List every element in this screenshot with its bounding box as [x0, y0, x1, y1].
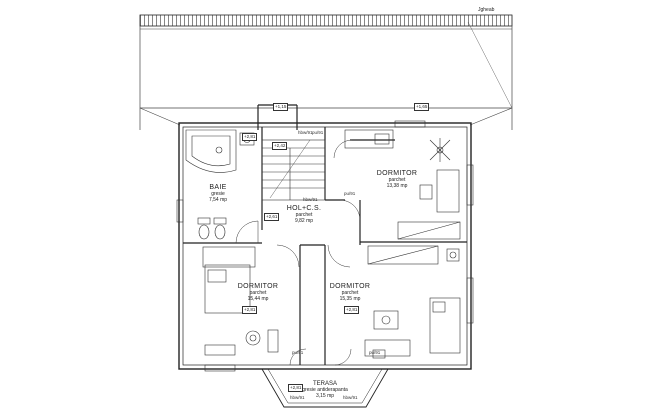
level-tag-dormitor-s: +2,81: [344, 306, 360, 314]
lamp-e: [446, 248, 460, 262]
level-tag-terasa: +2,81: [288, 384, 304, 392]
bed-sw: [202, 246, 256, 314]
level-tag-roof-left: +1,15: [273, 103, 289, 111]
room-name-terasa: TERASA: [312, 381, 337, 387]
label-pu-4: pu/91: [369, 350, 381, 355]
doors: [235, 139, 361, 366]
room-floor-dormitor-s: parchet: [341, 290, 359, 296]
room-name-dormitor-ne: DORMITOR: [376, 170, 418, 177]
bed-s: [429, 297, 461, 354]
ceiling-fan-ne: [429, 138, 451, 162]
room-floor-terasa: gresie antiderapanta: [302, 387, 348, 393]
windows: [176, 120, 474, 372]
room-floor-dormitor-ne: parchet: [388, 177, 406, 183]
roof-label: Jgheab: [478, 7, 495, 13]
toilet: [197, 217, 211, 240]
level-tag-dormitor-sw: +2,81: [242, 306, 258, 314]
wardrobe-s: [367, 245, 439, 265]
level-tag-roof-right: +1,65: [414, 103, 430, 111]
bidet: [213, 217, 227, 240]
label-hbw-top: hbw/91: [298, 130, 313, 135]
bed-ne: [344, 129, 394, 149]
room-floor-hol: parchet: [295, 212, 313, 218]
label-pu-1: pu/91: [312, 130, 324, 135]
bathtub: [185, 129, 237, 173]
wardrobe-ne: [397, 221, 461, 240]
desk-sw: [204, 329, 279, 356]
room-area-dormitor-sw: 15,44 mp: [247, 296, 269, 302]
label-hbw-terasa-left: hbw/91: [290, 395, 305, 400]
room-area-dormitor-s: 15,35 mp: [339, 296, 361, 302]
level-tag-stair-top: +2,42: [272, 142, 288, 150]
label-pu-2: pu/91: [344, 191, 356, 196]
level-tag-stair-mid: +2,61: [264, 213, 280, 221]
staircase: [261, 139, 326, 201]
room-name-hol: HOL+C.S.: [286, 205, 322, 212]
desk-ne: [419, 169, 460, 213]
room-name-baie: BAIE: [209, 184, 227, 191]
room-floor-dormitor-sw: parchet: [249, 290, 267, 296]
room-area-hol: 9,82 mp: [294, 218, 314, 224]
level-tag-baie: +2,81: [242, 133, 258, 141]
room-floor-baie: gresie: [211, 191, 225, 197]
label-pu-3: pu/91: [292, 350, 304, 355]
terrace: [261, 368, 389, 408]
label-hbw-mid: hbw/91: [303, 197, 318, 202]
roof-gutter: [139, 14, 513, 130]
label-hbw-terasa-right: hbw/91: [343, 395, 358, 400]
room-name-dormitor-s: DORMITOR: [329, 283, 371, 290]
room-area-terasa: 3,15 mp: [315, 393, 335, 399]
room-area-baie: 7,54 mp: [208, 197, 228, 203]
room-name-dormitor-sw: DORMITOR: [237, 283, 279, 290]
room-area-dormitor-ne: 13,38 mp: [386, 183, 408, 189]
desk-s: [364, 339, 411, 359]
armchair-s: [373, 310, 399, 330]
